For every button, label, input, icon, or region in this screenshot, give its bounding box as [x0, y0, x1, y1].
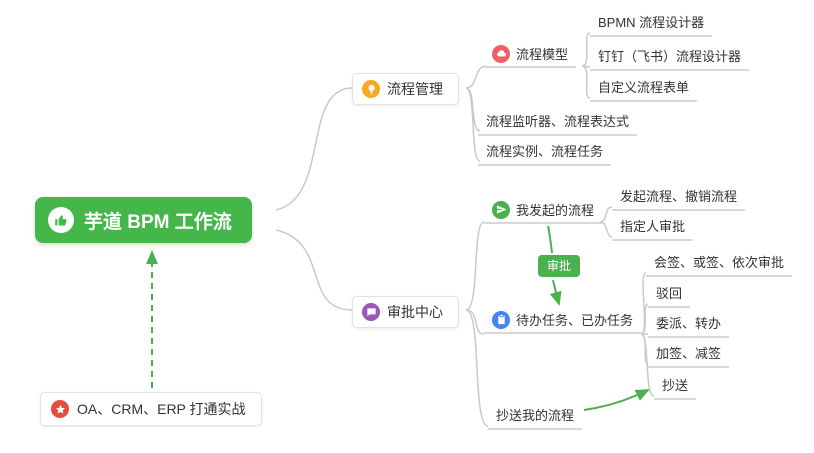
- node-delegate-transfer[interactable]: 委派、转办: [648, 310, 730, 338]
- connector-tasks-reject: [640, 303, 649, 335]
- arrow-ccmy-to-cc: [583, 389, 650, 411]
- root-label: 芋道 BPM 工作流: [84, 211, 232, 233]
- arrow-badge-to-tasks: [549, 279, 562, 306]
- chat-bubble-icon: [362, 303, 380, 321]
- node-start-cancel-flow[interactable]: 发起流程、撤销流程: [612, 183, 746, 211]
- node-label: 流程模型: [516, 47, 569, 62]
- star-icon: [51, 400, 69, 418]
- node-custom-form[interactable]: 自定义流程表单: [590, 74, 698, 102]
- node-label: 审批中心: [387, 304, 443, 320]
- node-countersign[interactable]: 会签、或签、依次审批: [646, 249, 793, 277]
- node-cc[interactable]: 抄送: [654, 372, 697, 400]
- flow-model-icon: [492, 44, 510, 63]
- connector-process-model: [465, 65, 487, 89]
- node-process-model[interactable]: 流程模型: [484, 42, 577, 68]
- connector-approval-tasks: [465, 309, 485, 335]
- clipboard-icon: [492, 310, 510, 329]
- node-add-remove-sign[interactable]: 加签、减签: [648, 340, 730, 368]
- arrow-myinitiated-to-badge: [547, 225, 553, 254]
- node-bpmn-designer[interactable]: BPMN 流程设计器: [590, 9, 713, 37]
- connector-root-process: [275, 87, 353, 211]
- connector-model-bpmn: [581, 32, 591, 67]
- node-oa-crm-erp-note[interactable]: OA、CRM、ERP 打通实战: [40, 392, 262, 426]
- node-approval-center[interactable]: 审批中心: [352, 296, 459, 328]
- node-label: 待办任务、已办任务: [516, 313, 634, 328]
- node-cc-my-flow[interactable]: 抄送我的流程: [488, 402, 583, 430]
- node-todo-done-tasks[interactable]: 待办任务、已办任务: [484, 308, 642, 334]
- note-label: OA、CRM、ERP 打通实战: [77, 401, 246, 417]
- node-my-initiated-flow[interactable]: 我发起的流程: [484, 198, 603, 224]
- thumbs-up-icon: [48, 207, 74, 233]
- node-label: 流程管理: [387, 81, 443, 97]
- connector-process-instance: [465, 87, 481, 162]
- node-label: 我发起的流程: [516, 203, 595, 218]
- node-process-management[interactable]: 流程管理: [352, 73, 459, 105]
- node-assignee-approval[interactable]: 指定人审批: [612, 213, 694, 241]
- connector-approval-myinitiated: [465, 221, 485, 311]
- node-instance-task[interactable]: 流程实例、流程任务: [478, 138, 612, 166]
- connector-root-approval: [275, 229, 353, 311]
- connector-model-customform: [581, 65, 591, 99]
- root-node-bpm-workflow[interactable]: 芋道 BPM 工作流: [35, 197, 252, 243]
- connector-approval-ccmy: [465, 309, 489, 427]
- node-reject[interactable]: 驳回: [648, 280, 691, 308]
- connector-myinitiated-assignee: [599, 221, 613, 238]
- lightbulb-icon: [362, 80, 380, 98]
- node-dingtalk-designer[interactable]: 钉钉（飞书）流程设计器: [590, 43, 750, 71]
- send-icon: [492, 200, 510, 219]
- edge-label-approve-badge[interactable]: 审批: [538, 255, 581, 277]
- node-listener-expression[interactable]: 流程监听器、流程表达式: [478, 108, 638, 136]
- connector-tasks-cc: [640, 333, 655, 397]
